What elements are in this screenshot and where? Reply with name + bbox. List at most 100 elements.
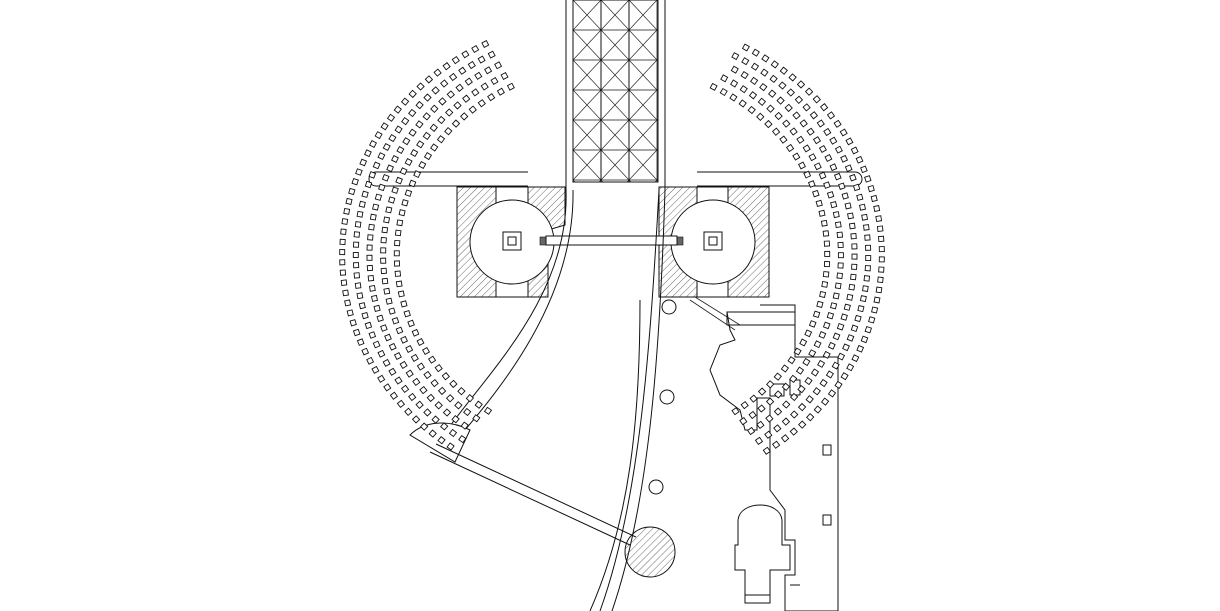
truss-tower bbox=[565, 0, 666, 190]
seat bbox=[855, 155, 864, 164]
seat bbox=[818, 171, 827, 180]
seat bbox=[766, 380, 775, 389]
seat bbox=[731, 52, 740, 61]
seat bbox=[848, 283, 856, 291]
seat bbox=[719, 87, 728, 97]
seat bbox=[453, 101, 462, 110]
seat bbox=[422, 131, 431, 141]
seat bbox=[826, 111, 836, 120]
seat bbox=[759, 82, 768, 92]
seat bbox=[819, 378, 828, 388]
seat bbox=[834, 380, 843, 389]
seat bbox=[790, 410, 799, 419]
seat bbox=[818, 331, 827, 339]
seat bbox=[353, 241, 360, 248]
seat bbox=[437, 386, 447, 396]
seat bbox=[374, 131, 383, 140]
seat bbox=[474, 400, 483, 409]
seat bbox=[788, 73, 797, 82]
seat bbox=[756, 112, 765, 121]
seat bbox=[356, 210, 364, 218]
seat bbox=[829, 136, 838, 145]
seat bbox=[826, 191, 835, 199]
seat bbox=[876, 225, 884, 232]
seat bbox=[836, 323, 845, 331]
seat bbox=[818, 209, 826, 217]
seat bbox=[817, 359, 826, 368]
seat bbox=[388, 134, 397, 143]
seat bbox=[769, 74, 778, 84]
seat bbox=[400, 300, 408, 308]
seat bbox=[845, 137, 854, 146]
seat bbox=[864, 234, 871, 241]
seat bbox=[500, 72, 509, 80]
seat bbox=[757, 387, 767, 396]
seat bbox=[857, 305, 865, 313]
seat bbox=[401, 199, 409, 207]
seat bbox=[396, 399, 406, 409]
seat bbox=[765, 397, 775, 406]
seat bbox=[862, 285, 869, 292]
seat bbox=[807, 180, 816, 188]
path-markers bbox=[648, 299, 677, 495]
seat bbox=[776, 96, 785, 105]
seat bbox=[444, 127, 453, 136]
seat bbox=[401, 116, 410, 126]
seat bbox=[382, 143, 391, 151]
seat bbox=[819, 103, 829, 112]
seat bbox=[774, 111, 783, 121]
seat bbox=[377, 152, 386, 161]
seat bbox=[864, 325, 873, 334]
seat bbox=[440, 79, 449, 88]
seat bbox=[487, 93, 496, 102]
seat bbox=[823, 127, 832, 137]
seat bbox=[798, 161, 806, 170]
seat bbox=[410, 148, 419, 158]
seat bbox=[339, 259, 346, 266]
seat bbox=[812, 95, 821, 104]
seat bbox=[471, 44, 480, 54]
seat bbox=[751, 48, 760, 57]
seat bbox=[849, 173, 857, 182]
seat bbox=[356, 292, 364, 300]
seat bbox=[779, 135, 788, 144]
seat bbox=[836, 231, 844, 239]
seat bbox=[844, 202, 852, 210]
seat bbox=[837, 252, 844, 259]
seat bbox=[404, 189, 413, 197]
seat bbox=[407, 319, 415, 328]
seat bbox=[380, 122, 389, 131]
seat bbox=[446, 90, 455, 99]
seat bbox=[415, 400, 424, 409]
seat bbox=[451, 119, 461, 128]
seat bbox=[403, 309, 411, 318]
seat bbox=[368, 331, 377, 339]
seat bbox=[382, 358, 391, 367]
seat bbox=[846, 334, 855, 342]
seat bbox=[396, 219, 404, 227]
seat bbox=[358, 200, 366, 208]
seat bbox=[873, 296, 881, 304]
amphitheater-seating bbox=[339, 40, 885, 455]
seat bbox=[789, 127, 798, 136]
seat bbox=[394, 125, 403, 134]
seat bbox=[404, 407, 413, 416]
seat bbox=[764, 119, 773, 129]
seat bbox=[784, 103, 793, 113]
seat bbox=[386, 113, 396, 122]
seat bbox=[341, 218, 349, 225]
seat bbox=[813, 340, 822, 349]
seat bbox=[842, 343, 850, 352]
seat bbox=[833, 172, 842, 181]
seat bbox=[867, 184, 875, 193]
seat bbox=[451, 415, 460, 424]
seat bbox=[381, 277, 389, 285]
seat bbox=[380, 267, 387, 275]
seat bbox=[821, 281, 829, 288]
seat bbox=[364, 180, 373, 189]
seat bbox=[730, 79, 739, 88]
seat bbox=[339, 269, 347, 276]
seat bbox=[383, 287, 391, 295]
seat bbox=[369, 140, 377, 148]
seat bbox=[359, 158, 368, 167]
